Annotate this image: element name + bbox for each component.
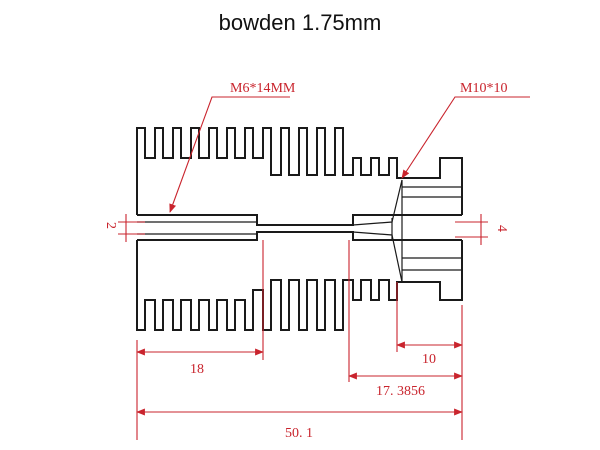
dimensions: M6*14MM M10*10 2 4 18 10 17. 3856 50. 1 [103,81,530,441]
left-thread-label: M6*14MM [230,81,296,96]
bore-left [137,214,462,226]
right-bore-value: 4 [494,225,509,232]
right-thread-label: M10*10 [460,81,507,96]
bore-left-bottom [137,231,462,241]
right-thread-leader [401,96,530,179]
left-thread-leader [169,96,290,213]
bottom-fins [136,240,463,331]
left-bore-value: 2 [103,222,118,229]
dim-50-value: 50. 1 [285,426,313,441]
dim-10-value: 10 [422,352,436,367]
thread-taper-top [352,179,403,226]
top-fins [136,127,463,215]
page-title: bowden 1.75mm [218,10,382,35]
dim-18-value: 18 [190,362,204,377]
heatsink-outline [136,127,463,331]
dim-17-value: 17. 3856 [376,384,425,399]
